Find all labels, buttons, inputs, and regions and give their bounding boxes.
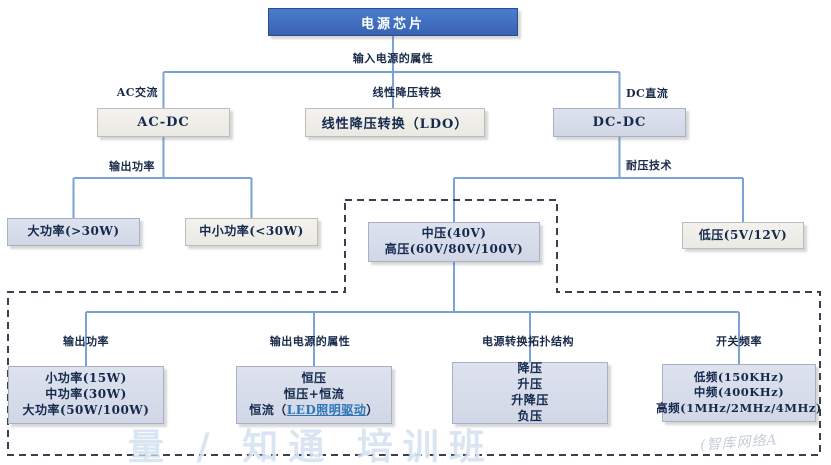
node-line: 小功率(15W) xyxy=(45,371,127,386)
text-fragment: ） xyxy=(366,402,379,417)
node-line: 大功率(50W/100W) xyxy=(22,402,150,417)
edge-label-topology: 电源转换拓扑结构 xyxy=(482,335,574,348)
node-line: 恒压+恒流 xyxy=(283,387,345,402)
node-line: 恒压 xyxy=(301,371,327,386)
node-frequencies: 低频(150KHz) 中频(400KHz) 高频(1MHz/2MHz/4MHz) xyxy=(656,364,821,422)
node-line: 低频(150KHz) xyxy=(693,370,785,385)
dashed-boundary xyxy=(7,199,821,456)
node-acdc: AC-DC xyxy=(97,108,230,137)
text-fragment: 恒流（ xyxy=(249,402,287,417)
node-line: 升压 xyxy=(517,377,543,392)
node-line: 高压(60V/80V/100V) xyxy=(384,242,524,256)
tree-connectors xyxy=(72,36,744,366)
node-dcdc: DC-DC xyxy=(553,108,686,137)
node-line-constant-current: 恒流（LED照明驱动） xyxy=(249,403,379,419)
edge-label-ac: AC交流 xyxy=(116,86,158,99)
edge-label-input-attr: 输入电源的属性 xyxy=(352,52,434,65)
node-power-tiers: 小功率(15W) 中功率(30W) 大功率(50W/100W) xyxy=(8,366,164,424)
edge-label-dc: DC直流 xyxy=(626,87,669,100)
node-line: 负压 xyxy=(517,408,543,423)
led-driver-link[interactable]: LED照明驱动 xyxy=(286,402,367,417)
edge-label-output-attr-bottom: 输出电源的属性 xyxy=(269,335,351,348)
watermark-bottom: 量 / 知通 培训班 xyxy=(128,426,495,465)
node-line: 高频(1MHz/2MHz/4MHz) xyxy=(656,400,822,415)
node-line: 中功率(30W) xyxy=(45,387,127,402)
node-line: 降压 xyxy=(517,361,543,376)
edge-label-output-power-left: 输出功率 xyxy=(109,160,155,173)
edge-label-withstand: 耐压技术 xyxy=(626,159,672,172)
node-mid-high-voltage: 中压(40V) 高压(60V/80V/100V) xyxy=(368,222,540,262)
node-topologies: 降压 升压 升降压 负压 xyxy=(452,361,608,424)
node-high-power: 大功率(>30W) xyxy=(7,218,140,246)
edge-label-output-power-bottom: 输出功率 xyxy=(63,335,109,348)
node-power-chip: 电源芯片 xyxy=(268,8,518,36)
node-mid-small-power: 中小功率(<30W) xyxy=(185,218,318,246)
edge-label-linear: 线性降压转换 xyxy=(372,86,442,99)
edge-label-switch-freq: 开关频率 xyxy=(716,335,762,348)
node-line: 中频(400KHz) xyxy=(693,385,785,400)
node-line: 升降压 xyxy=(511,393,549,407)
node-low-voltage: 低压(5V/12V) xyxy=(682,222,804,249)
node-ldo: 线性降压转换（LDO） xyxy=(305,108,485,137)
node-output-attr: 恒压 恒压+恒流 恒流（LED照明驱动） xyxy=(236,366,392,424)
node-line: 中压(40V) xyxy=(421,226,487,241)
